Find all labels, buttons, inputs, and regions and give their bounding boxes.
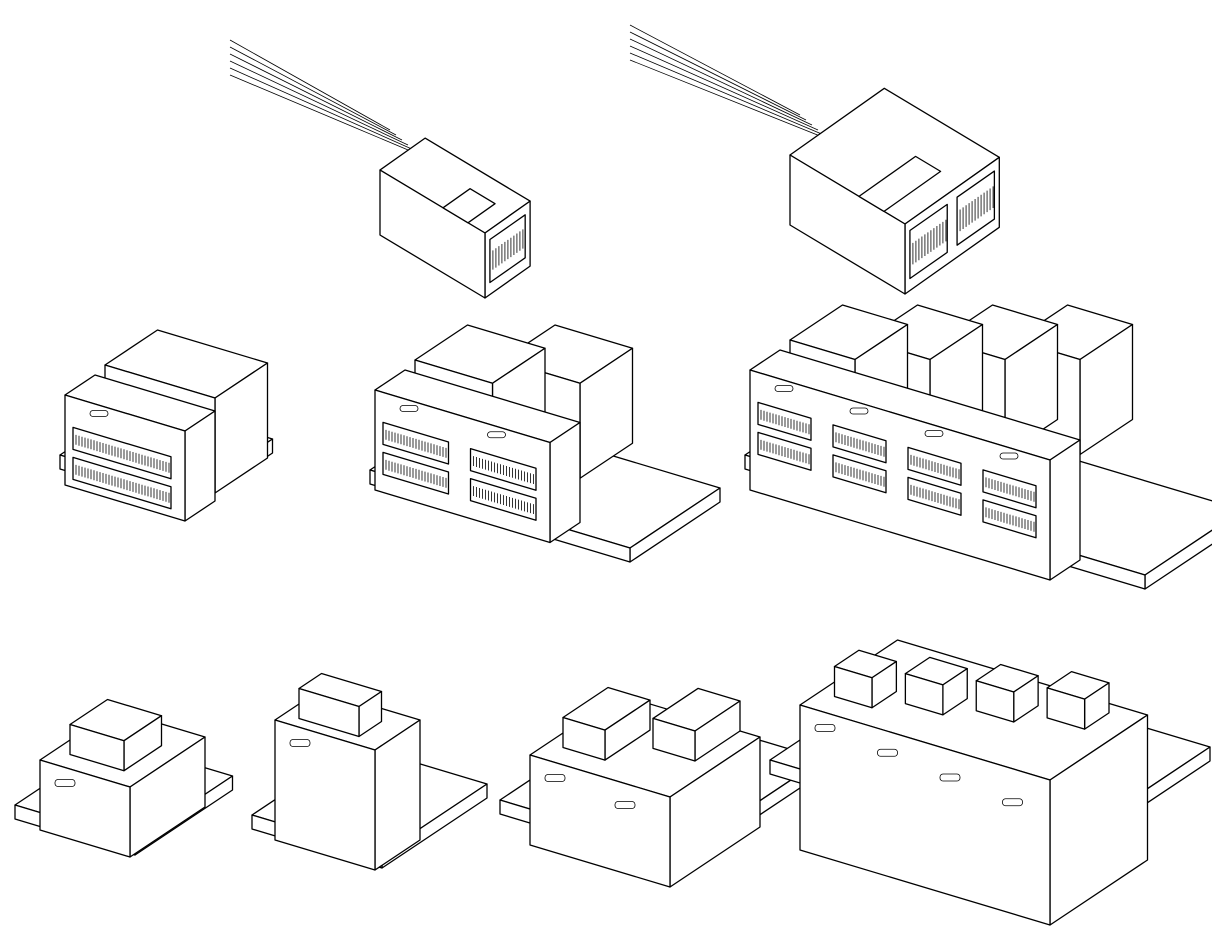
- latch-slot: [924, 430, 944, 437]
- latch-slot: [487, 431, 506, 439]
- cable-plug-single: [229, 39, 531, 299]
- latch-slot: [999, 452, 1019, 460]
- port-lower: [907, 476, 962, 516]
- port-upper: [982, 469, 1037, 509]
- port-module-front: [833, 665, 873, 709]
- housing-front: [274, 719, 376, 871]
- vertical-receptacle-1-port: [14, 698, 234, 858]
- vertical-receptacle-1-port-open-shell: [251, 672, 488, 871]
- front-shell-side: [549, 421, 581, 544]
- latch-slot: [544, 774, 566, 782]
- cable-wire: [229, 39, 391, 131]
- cable-wire: [229, 46, 397, 136]
- front-shell-side: [184, 410, 216, 522]
- port-module-front: [904, 672, 944, 716]
- latch-slot: [399, 405, 419, 412]
- right-angle-receptacle-2-port: [369, 324, 721, 563]
- port-module-front: [975, 680, 1015, 723]
- vertical-receptacle-2-port: [499, 686, 824, 888]
- port-upper: [757, 401, 812, 441]
- cable-wire: [229, 60, 409, 146]
- port-lower: [72, 456, 172, 510]
- cable-plug-dual: [629, 24, 1000, 295]
- latch-slot: [814, 724, 836, 732]
- right-angle-receptacle-4-port: [744, 304, 1212, 590]
- latch: [442, 188, 496, 224]
- port-module-front: [652, 717, 696, 762]
- front-shell-front: [749, 369, 1051, 581]
- vertical-receptacle-4-port: [769, 639, 1211, 926]
- latch-slot: [774, 385, 794, 392]
- latch-slot: [849, 407, 869, 415]
- housing-front: [39, 759, 131, 858]
- latch-slot: [939, 773, 961, 782]
- port-lower: [982, 499, 1037, 539]
- port-upper: [72, 426, 172, 480]
- cable-wire: [229, 67, 415, 151]
- cable-wire: [629, 31, 807, 121]
- cable-wire: [629, 59, 831, 141]
- front-shell-side: [1049, 439, 1081, 581]
- latch-slot: [89, 410, 109, 417]
- port-lower: [757, 431, 812, 471]
- latch-slot: [614, 801, 636, 809]
- cable-wire: [229, 53, 403, 141]
- housing-front: [529, 754, 671, 888]
- latch: [858, 155, 942, 213]
- latch-slot: [1002, 798, 1023, 807]
- latch-slot: [54, 779, 76, 787]
- port-module-front: [562, 716, 606, 761]
- port-module-front: [1046, 687, 1086, 730]
- latch-slot: [289, 739, 311, 747]
- port-module-front: [298, 687, 360, 738]
- port-upper: [832, 424, 887, 464]
- port-module-front: [69, 723, 125, 772]
- cable-wire: [229, 74, 421, 156]
- right-angle-receptacle-1-port: [59, 329, 274, 522]
- cable-wire: [629, 45, 819, 131]
- cable-wire: [629, 38, 813, 126]
- latch-slot: [877, 748, 898, 757]
- port-lower: [832, 454, 887, 494]
- cable-wire: [629, 24, 801, 116]
- housing-front: [799, 704, 1051, 926]
- cable-wire: [629, 52, 825, 136]
- port-upper: [907, 446, 962, 486]
